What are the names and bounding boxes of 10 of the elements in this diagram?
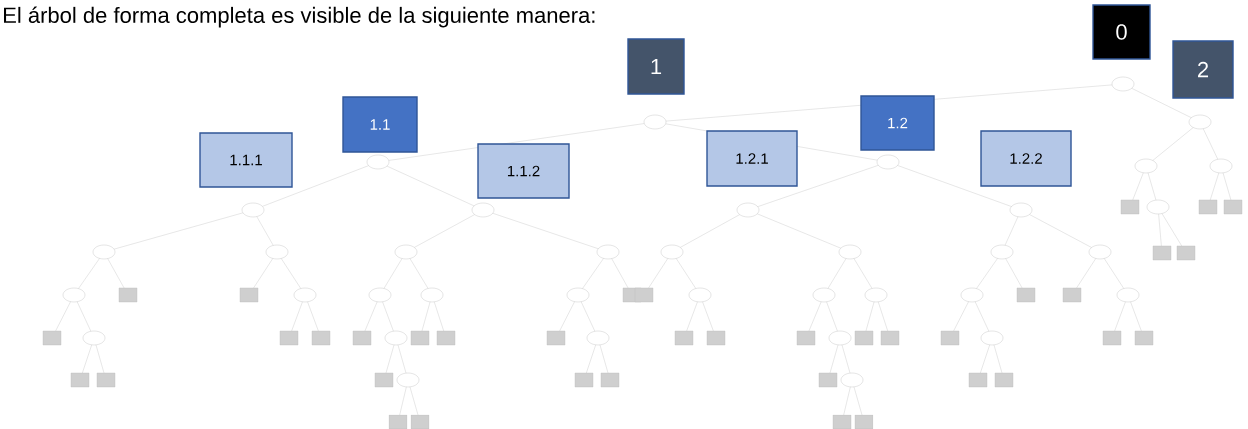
label-box: 1.2.2 bbox=[980, 130, 1072, 187]
label-box: 1.2 bbox=[860, 95, 935, 151]
label-box: 1.1.2 bbox=[477, 143, 570, 199]
label-box: 1.2.1 bbox=[706, 130, 798, 187]
label-box: 0 bbox=[1092, 4, 1151, 60]
label-box: 2 bbox=[1172, 40, 1234, 99]
label-box: 1.1 bbox=[342, 96, 418, 153]
title: El árbol de forma completa es visible de la siguiente manera: bbox=[4, 6, 595, 28]
label-box: 1.1.1 bbox=[199, 132, 293, 188]
label-box: 1 bbox=[627, 38, 685, 95]
